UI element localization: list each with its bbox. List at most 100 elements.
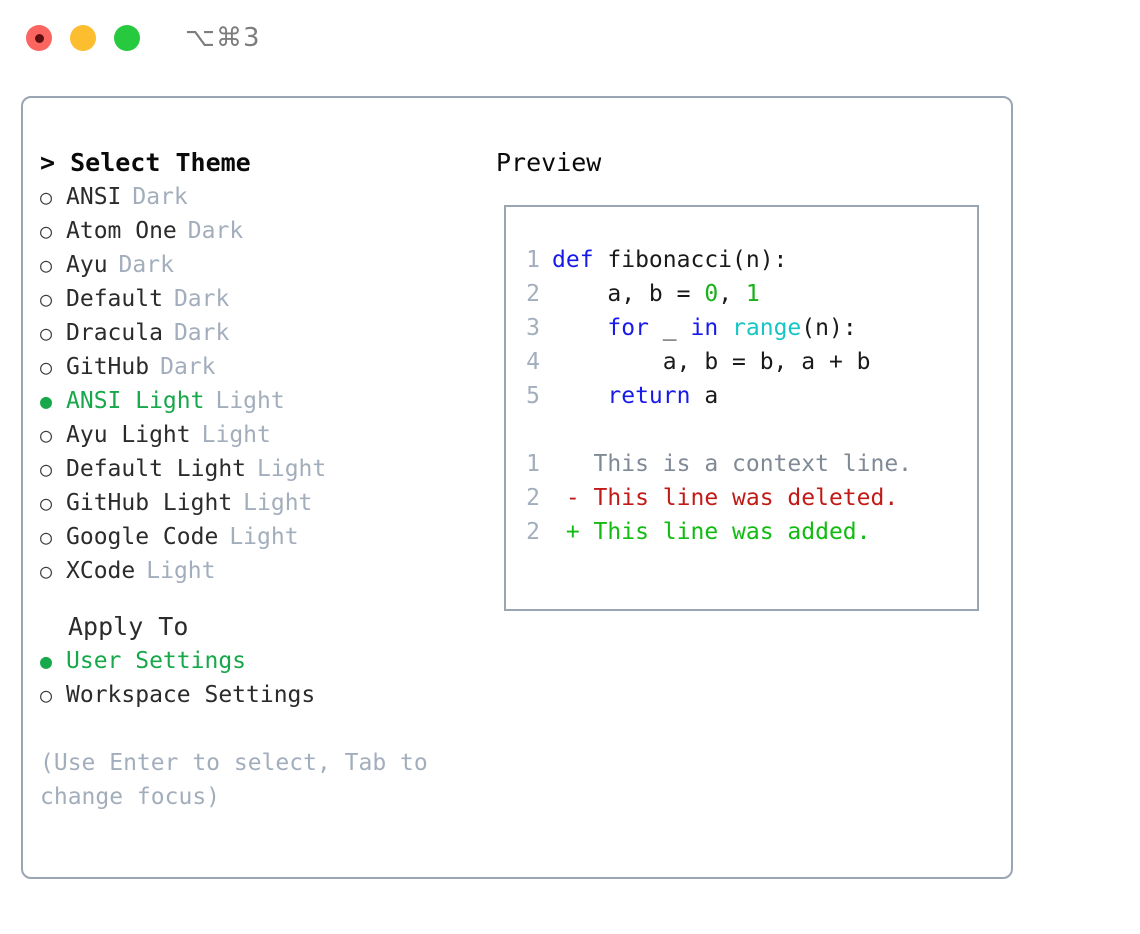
diff-text: + This line was added. bbox=[552, 519, 871, 545]
theme-list-item[interactable]: ○ GitHub Light Light bbox=[40, 486, 493, 520]
preview-title: Preview bbox=[496, 148, 602, 177]
keyboard-shortcut-label: ⌥⌘3 bbox=[185, 23, 261, 53]
radio-unselected-icon: ○ bbox=[40, 559, 53, 583]
code-line: 5 return a bbox=[506, 379, 977, 413]
theme-list-item[interactable]: ○ ANSI Dark bbox=[40, 180, 493, 214]
code-token: range bbox=[732, 315, 802, 341]
code-text: for _ in range(n): bbox=[552, 311, 857, 345]
code-text: return a bbox=[552, 379, 718, 413]
code-spacer bbox=[506, 413, 977, 447]
theme-name: ANSI bbox=[66, 184, 122, 210]
apply-to-header: Apply To bbox=[68, 612, 189, 641]
code-line: 2 a, b = 0, 1 bbox=[506, 277, 977, 311]
code-token: for bbox=[607, 315, 649, 341]
radio-unselected-icon: ○ bbox=[40, 185, 53, 209]
line-number: 3 bbox=[526, 315, 540, 341]
line-number: 2 bbox=[526, 485, 540, 511]
radio-unselected-icon: ○ bbox=[40, 253, 53, 277]
code-line: 3 for _ in range(n): bbox=[506, 311, 977, 345]
diff-text: This is a context line. bbox=[552, 451, 913, 477]
theme-list-item[interactable]: ○ Atom One Dark bbox=[40, 214, 493, 248]
theme-list-item[interactable]: ○ Ayu Dark bbox=[40, 248, 493, 282]
radio-unselected-icon: ○ bbox=[40, 219, 53, 243]
maximize-button[interactable] bbox=[114, 25, 140, 51]
code-token bbox=[552, 383, 607, 409]
apply-to-label: User Settings bbox=[66, 648, 247, 674]
diff-block: 1 This is a context line. 2 - This line w… bbox=[506, 447, 977, 549]
diff-text: - This line was deleted. bbox=[552, 485, 899, 511]
theme-variant-tag: Light bbox=[215, 388, 285, 414]
code-token: (n): bbox=[801, 315, 857, 341]
theme-variant-tag: Dark bbox=[173, 320, 230, 346]
theme-variant-tag: Dark bbox=[118, 252, 174, 278]
line-number: 5 bbox=[526, 383, 540, 409]
theme-variant-tag: Dark bbox=[187, 218, 244, 244]
theme-name: Default bbox=[66, 286, 163, 312]
theme-list-item[interactable]: ○ Google Code Light bbox=[40, 520, 493, 554]
section-gap bbox=[40, 588, 493, 610]
radio-unselected-icon: ○ bbox=[40, 423, 53, 447]
radio-unselected-icon: ○ bbox=[40, 457, 53, 481]
theme-list-item[interactable]: ○ Ayu Light Light bbox=[40, 418, 493, 452]
line-number: 2 bbox=[526, 519, 540, 545]
keyboard-hint-text: (Use Enter to select, Tab to change focu… bbox=[40, 750, 428, 810]
theme-name: Dracula bbox=[66, 320, 163, 346]
code-token: in bbox=[690, 315, 719, 341]
diff-line: 2 - This line was deleted. bbox=[506, 481, 977, 515]
apply-to-item[interactable]: ○Workspace Settings bbox=[40, 678, 493, 712]
line-number: 1 bbox=[526, 247, 540, 273]
theme-name: Ayu Light bbox=[66, 422, 191, 448]
theme-list-item[interactable]: ○ Default Dark bbox=[40, 282, 493, 316]
theme-name: Ayu bbox=[66, 252, 108, 278]
line-number: 1 bbox=[526, 451, 540, 477]
theme-name: GitHub Light bbox=[66, 490, 233, 516]
title-bar: ⌥⌘3 bbox=[0, 0, 1140, 76]
apply-to-item[interactable]: ● User Settings bbox=[40, 644, 493, 678]
theme-name: Atom One bbox=[66, 218, 177, 244]
radio-unselected-icon: ○ bbox=[40, 525, 53, 549]
theme-variant-tag: Dark bbox=[132, 184, 188, 210]
diff-line: 2 + This line was added. bbox=[506, 515, 977, 549]
line-number: 4 bbox=[526, 349, 540, 375]
recording-indicator-icon bbox=[34, 33, 44, 43]
code-text: a, b = 0, 1 bbox=[552, 277, 760, 311]
code-token: 1 bbox=[745, 281, 760, 307]
code-token: , bbox=[718, 281, 746, 307]
radio-unselected-icon: ○ bbox=[40, 321, 53, 345]
theme-name: Default Light bbox=[66, 456, 247, 482]
theme-variant-tag: Light bbox=[201, 422, 271, 448]
theme-list-item[interactable]: ○ Dracula Dark bbox=[40, 316, 493, 350]
theme-name: ANSI Light bbox=[66, 388, 205, 414]
code-token: _ bbox=[648, 315, 691, 341]
minimize-button[interactable] bbox=[70, 25, 96, 51]
theme-variant-tag: Light bbox=[229, 524, 299, 550]
radio-selected-icon: ● bbox=[40, 649, 53, 673]
select-theme-header: > Select Theme bbox=[40, 148, 251, 177]
code-token: a, b = b, a + b bbox=[552, 349, 871, 375]
radio-unselected-icon: ○ bbox=[40, 287, 53, 311]
theme-variant-tag: Light bbox=[146, 558, 216, 584]
theme-name: GitHub bbox=[66, 354, 150, 380]
theme-variant-tag: Dark bbox=[173, 286, 230, 312]
code-token bbox=[552, 315, 607, 341]
apply-to-list: ● User Settings ○Workspace Settings bbox=[40, 644, 493, 712]
radio-unselected-icon: ○ bbox=[40, 491, 53, 515]
code-token: def bbox=[552, 247, 594, 273]
code-token: 0 bbox=[704, 281, 719, 307]
close-button[interactable] bbox=[26, 25, 52, 51]
theme-variant-tag: Dark bbox=[160, 354, 216, 380]
apply-to-label: Workspace Settings bbox=[66, 682, 316, 708]
hint-gap bbox=[40, 712, 493, 746]
theme-name: Google Code bbox=[66, 524, 219, 550]
theme-variant-tag: Light bbox=[243, 490, 313, 516]
